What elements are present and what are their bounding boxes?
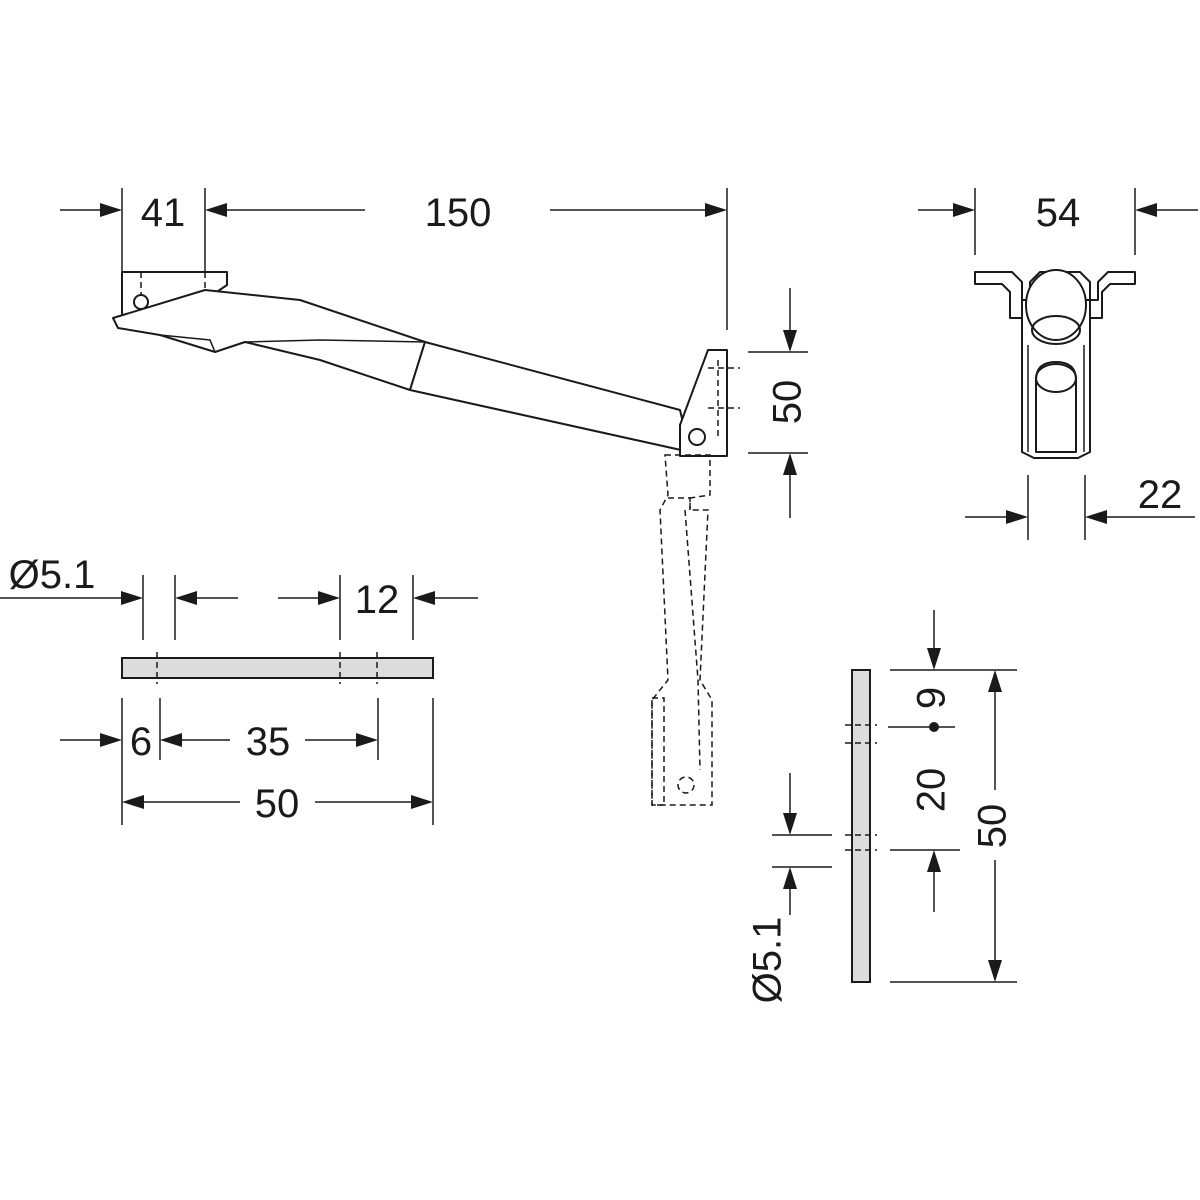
- dim-stay-bracket-height: 50: [748, 288, 810, 518]
- mounting-plate-vertical: [851, 669, 871, 983]
- mounting-plate-horizontal: [121, 657, 434, 679]
- stay-folded-position: [651, 454, 713, 806]
- dim-plate-hole-edge-gap: 12: [278, 578, 478, 622]
- stay-end-bracket: [679, 349, 728, 457]
- stay-outer-tube: [112, 289, 426, 391]
- dim-side-top-offset: 9: [910, 610, 954, 709]
- dim-label-50-bracket: 50: [766, 380, 810, 425]
- dim-label-35: 35: [246, 720, 291, 764]
- mounting-plate-top: Ø5.1 12 6 35: [0, 553, 478, 826]
- dim-label-41: 41: [141, 191, 186, 235]
- dim-side-hole-diameter: Ø5.1: [746, 773, 832, 1003]
- stay-front-view: 54 22: [918, 188, 1198, 540]
- dim-label-6: 6: [130, 720, 152, 764]
- hole-center-marker: [929, 722, 939, 732]
- dim-label-150: 150: [425, 191, 492, 235]
- end-pivot-hole: [688, 428, 706, 446]
- dim-side-plate-length: 50: [971, 670, 1015, 982]
- dim-label-54: 54: [1036, 191, 1081, 235]
- dim-label-diameter-5-1: Ø5.1: [9, 553, 96, 597]
- dim-stay-base-width: 41: [60, 191, 365, 235]
- dim-label-diameter-5-1-side: Ø5.1: [746, 917, 790, 1004]
- dim-plate-hole-spacing: 35: [160, 720, 378, 764]
- dim-side-hole-spacing: 20: [910, 768, 954, 912]
- dim-plate-length: 50: [122, 782, 433, 826]
- stay-side-view: 41 150 50: [60, 188, 810, 806]
- front-pivot-head: [1025, 269, 1087, 341]
- dim-label-12: 12: [355, 578, 400, 622]
- dim-plate-hole-diameter: Ø5.1: [0, 553, 238, 605]
- dim-label-9: 9: [910, 687, 954, 709]
- dim-stay-length: 150: [425, 191, 727, 235]
- dim-label-22: 22: [1138, 473, 1183, 517]
- stay-inner-rod: [409, 341, 691, 453]
- dim-front-body-width: 22: [965, 473, 1195, 524]
- mounting-plate-side: 9 20 50 Ø5.1: [746, 610, 1017, 1003]
- dim-label-50-plate: 50: [255, 782, 300, 826]
- dim-label-50-side: 50: [971, 804, 1015, 849]
- dim-label-20: 20: [910, 768, 954, 813]
- dim-front-width: 54: [918, 191, 1198, 235]
- dim-plate-hole-offset: 6: [60, 720, 152, 764]
